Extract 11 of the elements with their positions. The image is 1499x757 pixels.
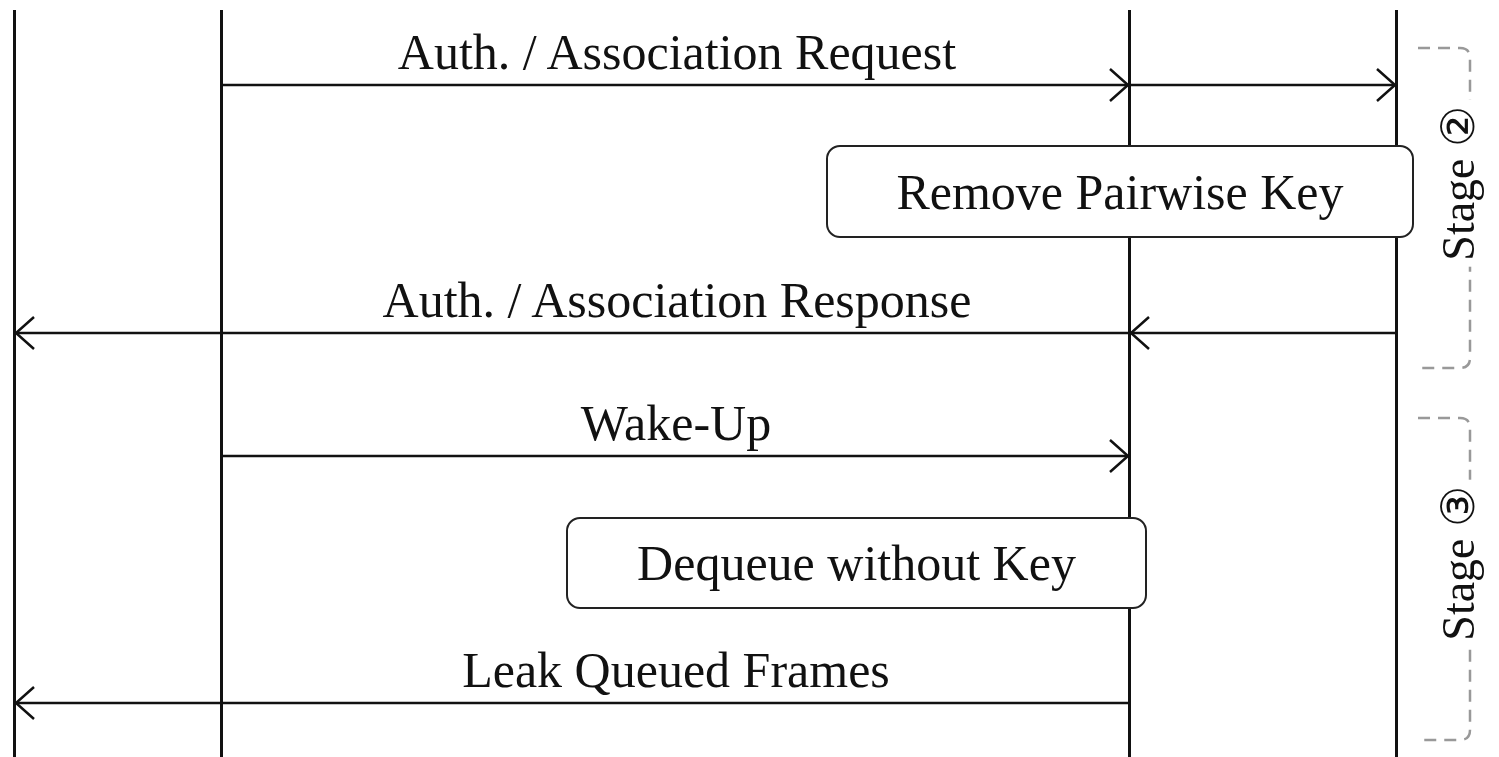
- process-box: Remove Pairwise Key: [826, 145, 1414, 238]
- message-arrow: [223, 438, 1130, 474]
- message-arrow: [1129, 315, 1395, 351]
- message-arrow: [1131, 67, 1397, 103]
- message-arrow: [223, 67, 1130, 103]
- message-arrow: [14, 685, 1128, 721]
- edge-label: Leak Queued Frames: [462, 645, 890, 695]
- process-box: Dequeue without Key: [566, 517, 1147, 609]
- lifeline: [13, 10, 16, 757]
- lifeline: [220, 10, 223, 757]
- message-arrow: [14, 315, 1128, 351]
